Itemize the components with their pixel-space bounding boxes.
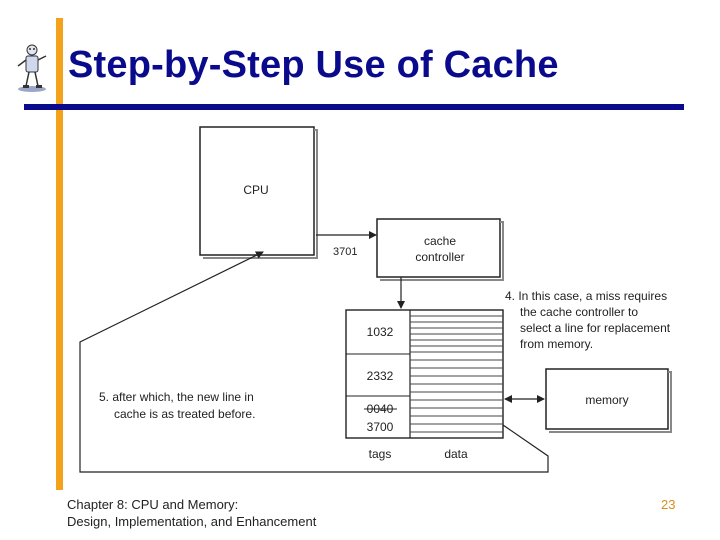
tag-3700: 3700 xyxy=(367,420,394,434)
cpu-box xyxy=(199,126,315,256)
title-underline xyxy=(24,104,684,110)
mascot-logo-icon xyxy=(17,44,47,92)
cache-table xyxy=(345,309,504,439)
step4-line3: select a line for replacement xyxy=(520,321,671,335)
tag-1032: 1032 xyxy=(367,325,394,339)
data-label: data xyxy=(444,447,468,461)
address-label: 3701 xyxy=(333,246,357,258)
step4-line1: 4. In this case, a miss requires xyxy=(505,289,667,303)
tag-2332: 2332 xyxy=(367,369,394,383)
step4-line4: from memory. xyxy=(520,337,593,351)
memory-label: memory xyxy=(585,393,628,407)
footer-line2: Design, Implementation, and Enhancement xyxy=(67,514,317,529)
memory-box xyxy=(545,368,669,430)
cache-controller-label-line2: controller xyxy=(415,250,464,264)
slide-title: Step-by-Step Use of Cache xyxy=(68,44,559,86)
step4-line2: the cache controller to xyxy=(520,305,638,319)
return-path-arrow xyxy=(79,251,549,473)
footer-chapter-text: Chapter 8: CPU and Memory: Design, Imple… xyxy=(67,496,316,530)
cache-controller-label-line1: cache xyxy=(424,234,456,248)
step5-line1: 5. after which, the new line in xyxy=(99,390,254,404)
cache-controller-box xyxy=(376,218,501,278)
cpu-label: CPU xyxy=(243,183,268,197)
accent-bar xyxy=(56,18,63,490)
page-number: 23 xyxy=(661,497,676,512)
tags-label: tags xyxy=(369,447,392,461)
footer-line1: Chapter 8: CPU and Memory: xyxy=(67,497,239,512)
step5-line2: cache is as treated before. xyxy=(114,407,255,421)
